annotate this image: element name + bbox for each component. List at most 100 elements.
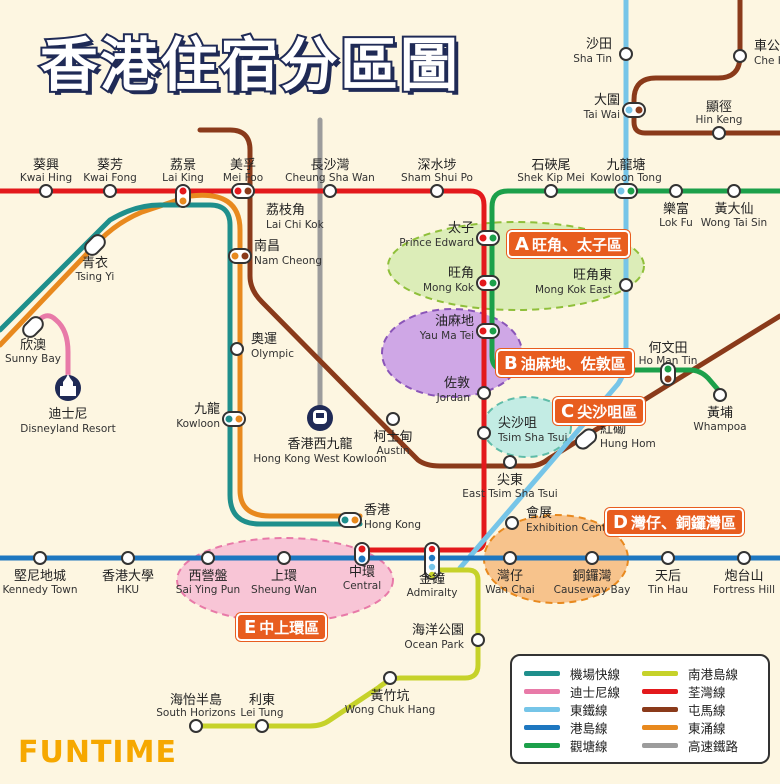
station-dot[interactable]	[277, 551, 291, 565]
station-dot[interactable]	[121, 551, 135, 565]
station-che-kung-temple[interactable]: 車公廟Che Kung Temple	[733, 38, 780, 67]
station-name-zh: 紅磡	[600, 422, 626, 437]
station-dot[interactable]	[669, 184, 683, 198]
station-name-zh: 香港大學	[102, 569, 154, 584]
station-dot[interactable]	[727, 184, 741, 198]
station-dot[interactable]	[255, 719, 269, 733]
station-dot[interactable]	[230, 342, 244, 356]
station-dot[interactable]	[712, 126, 726, 140]
station-dot[interactable]	[503, 455, 517, 469]
station-dot[interactable]	[477, 426, 491, 440]
station-name-en: Austin	[377, 445, 410, 457]
station-name-zh: 九龍塘	[606, 157, 645, 173]
station-dot[interactable]	[661, 551, 675, 565]
station-dot[interactable]	[503, 551, 517, 565]
zone-e-name: 中上環區	[259, 618, 320, 637]
station-dot[interactable]	[323, 184, 337, 198]
station-dot[interactable]	[201, 551, 215, 565]
station-dot[interactable]	[39, 184, 53, 198]
station-dot[interactable]	[477, 386, 491, 400]
station-dot[interactable]	[619, 278, 633, 292]
station-dot[interactable]	[471, 633, 485, 647]
station-dot[interactable]	[505, 516, 519, 530]
station-name-zh: 九龍	[194, 401, 220, 417]
zone-b-letter: B	[504, 352, 518, 374]
station-name-en: Cheung Sha Wan	[285, 172, 375, 184]
station-dot[interactable]	[383, 671, 397, 685]
station-dot[interactable]	[430, 184, 444, 198]
station-name-en: South Horizons	[156, 707, 235, 719]
station-dot[interactable]	[386, 412, 400, 426]
station-name-zh: 太子	[448, 221, 474, 236]
station-dot[interactable]	[619, 47, 633, 61]
station-dot[interactable]	[737, 551, 751, 565]
station-name-zh: 欣澳	[20, 337, 46, 353]
station-name-zh: 葵興	[33, 158, 59, 173]
station-dot[interactable]	[33, 551, 47, 565]
station-dot[interactable]	[189, 719, 203, 733]
station-name-zh: 何文田	[648, 340, 687, 356]
station-name-zh: 銅鑼灣	[572, 568, 611, 584]
station-dot[interactable]	[713, 388, 727, 402]
station-dot[interactable]	[103, 184, 117, 198]
station-name-zh: 車公廟	[754, 38, 780, 54]
station-dot[interactable]	[733, 49, 747, 63]
station-dot[interactable]	[544, 184, 558, 198]
station-dot[interactable]	[585, 551, 599, 565]
